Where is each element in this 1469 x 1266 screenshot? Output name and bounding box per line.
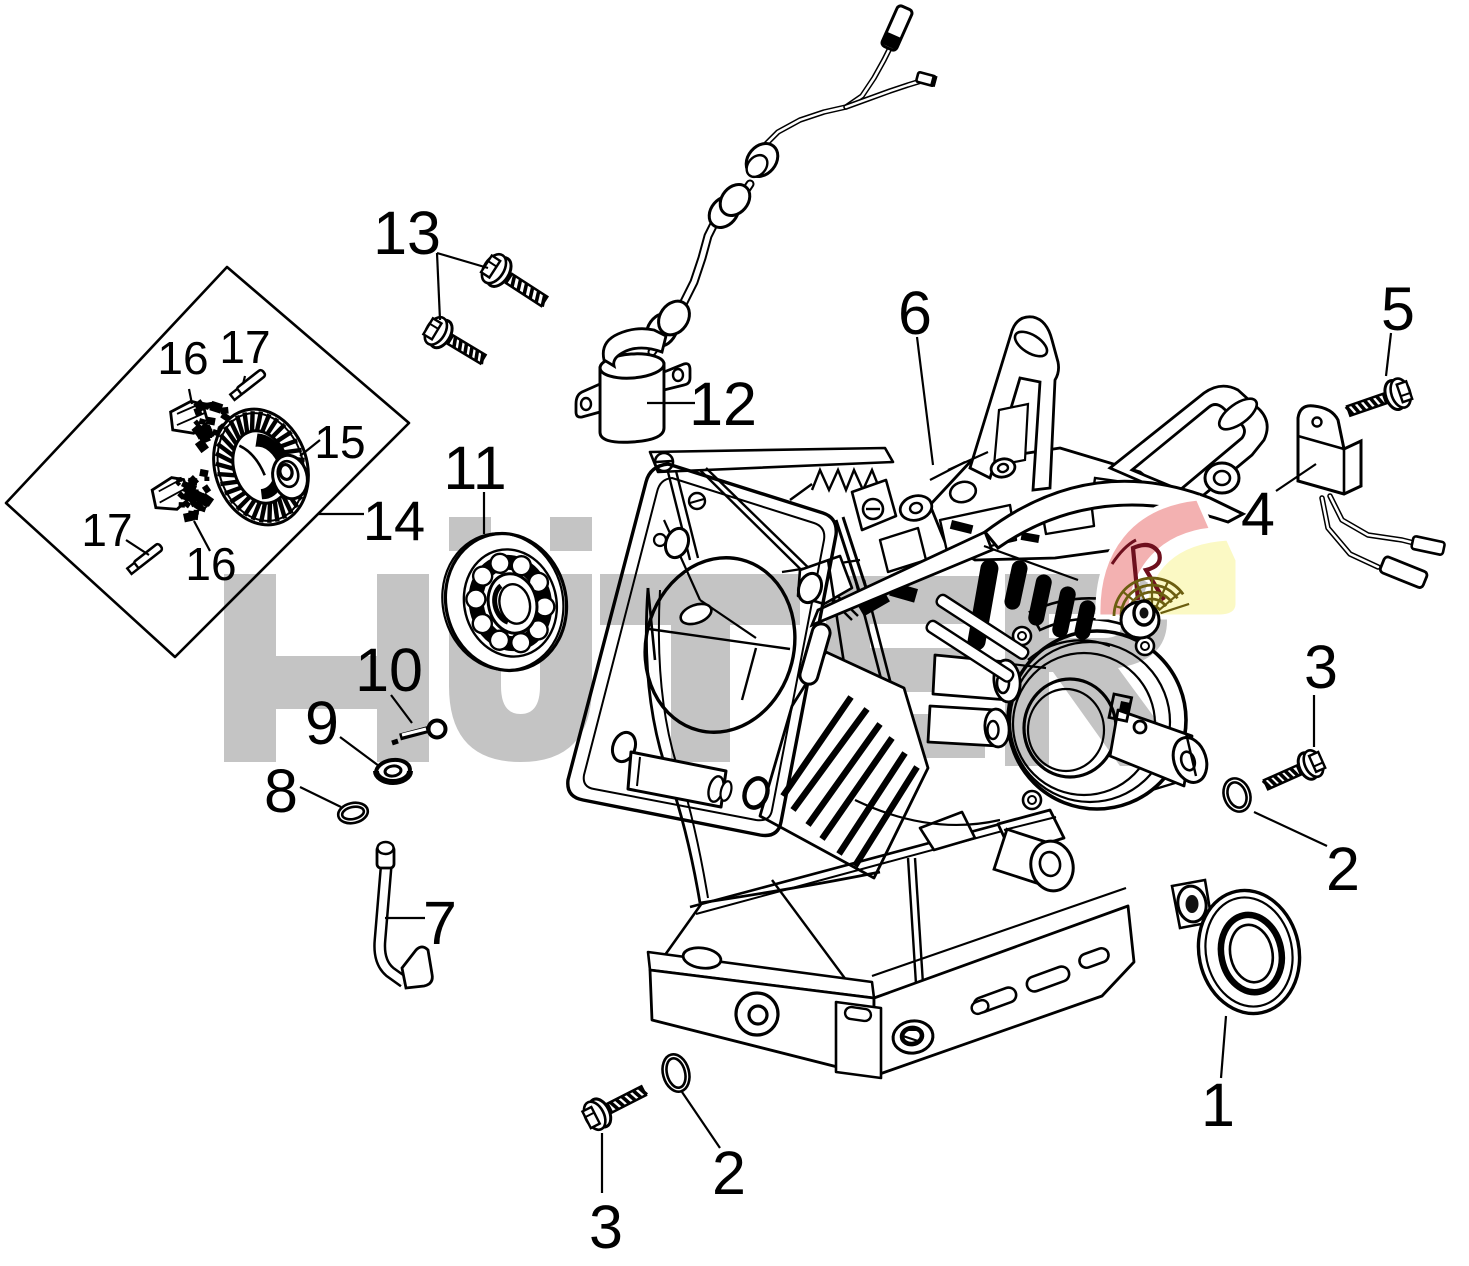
svg-text:7: 7	[423, 889, 457, 957]
svg-text:14: 14	[363, 489, 425, 552]
svg-text:2: 2	[1326, 835, 1360, 903]
svg-text:2: 2	[712, 1139, 746, 1207]
svg-text:8: 8	[264, 757, 298, 825]
svg-text:3: 3	[1304, 633, 1338, 701]
svg-text:17: 17	[219, 321, 270, 373]
svg-text:6: 6	[898, 279, 932, 347]
svg-text:16: 16	[185, 538, 236, 590]
svg-text:10: 10	[355, 636, 423, 704]
svg-text:1: 1	[1201, 1071, 1235, 1139]
svg-text:3: 3	[589, 1193, 623, 1261]
svg-text:17: 17	[81, 504, 132, 556]
svg-text:9: 9	[305, 689, 339, 757]
svg-text:11: 11	[443, 434, 506, 502]
svg-text:5: 5	[1381, 275, 1415, 343]
svg-text:13: 13	[373, 199, 441, 267]
svg-text:15: 15	[314, 416, 365, 468]
svg-text:16: 16	[157, 332, 208, 384]
svg-text:4: 4	[1241, 480, 1275, 548]
svg-text:12: 12	[689, 370, 757, 438]
